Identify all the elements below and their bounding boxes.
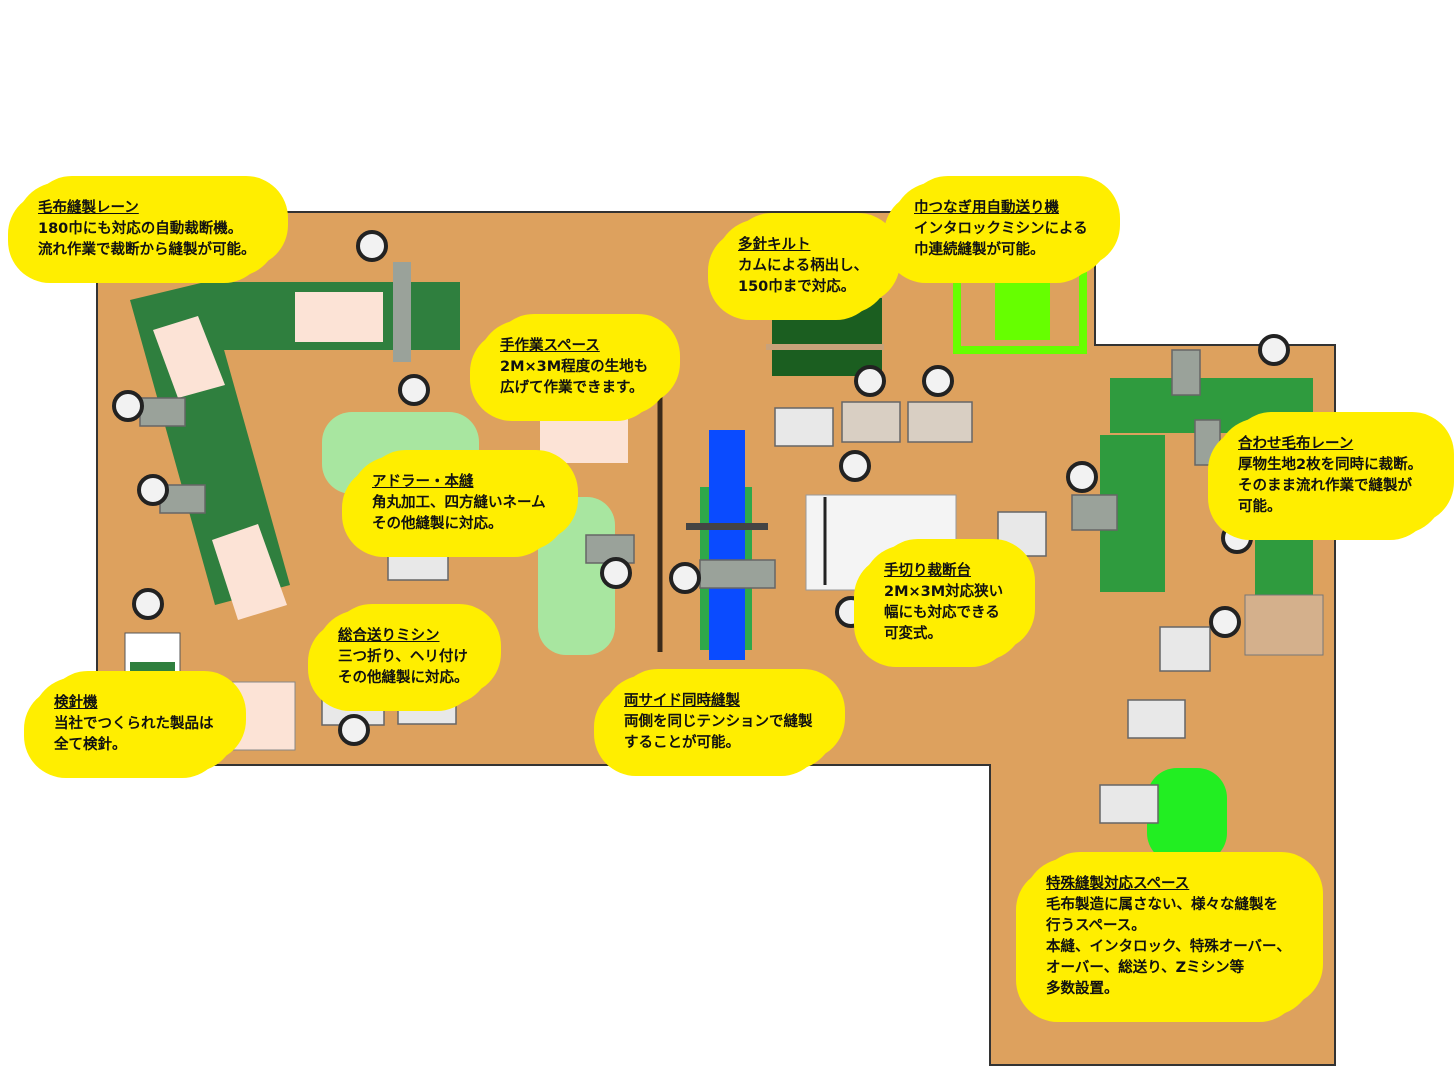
callout-line: 全て検針。 [54, 737, 127, 753]
callout-line: その他縫製に対応。 [338, 670, 469, 686]
pad [212, 524, 287, 620]
callout-line: 三つ折り、ヘリ付け [338, 649, 468, 665]
cutter-bar [393, 262, 411, 362]
sewing-machine [1194, 419, 1221, 466]
callout-title: 多針キルト [738, 237, 811, 253]
sewing-machine [1099, 784, 1159, 824]
callout-line: 可変式。 [884, 626, 942, 642]
callout-title: 特殊縫製対応スペース [1046, 876, 1190, 892]
worker-icon [398, 374, 430, 406]
sewing-machine [1159, 626, 1211, 672]
worker-icon [922, 365, 954, 397]
callout-line: 流れ作業で裁断から縫製が可能。 [38, 242, 256, 258]
callout-combined-lane: 合わせ毛布レーン 厚物生地2枚を同時に裁断。 そのまま流れ作業で縫製が 可能。 [1222, 424, 1439, 528]
callout-line: 両側を同じテンションで縫製 [624, 714, 813, 730]
callout-title: 手切り裁断台 [884, 563, 971, 579]
sewing-machine [841, 401, 901, 443]
worker-icon [835, 596, 867, 628]
callout-handwork: 手作業スペース 2M×3M程度の生地も 広げて作業できます。 [484, 326, 665, 409]
quilt-machine [772, 298, 882, 376]
callout-cutting-table: 手切り裁断台 2M×3M対応狭い 幅にも対応できる 可変式。 [868, 551, 1020, 655]
pad [153, 316, 225, 398]
worker-icon [112, 390, 144, 422]
callout-line: 角丸加工、四方縫いネーム [372, 495, 546, 511]
worker-icon [338, 714, 370, 746]
callout-line: 可能。 [1238, 499, 1282, 515]
handwork-table [540, 405, 628, 463]
worker-icon [1209, 606, 1241, 638]
callout-needle-detector: 検針機 当社でつくられた製品は 全て検針。 [38, 683, 230, 766]
callout-title: 合わせ毛布レーン [1238, 436, 1354, 452]
worker-icon [356, 230, 388, 262]
callout-line: 巾連続縫製が可能。 [914, 242, 1045, 258]
callout-title: 手作業スペース [500, 338, 600, 354]
worker-icon [132, 588, 164, 620]
callout-title: 巾つなぎ用自動送り機 [914, 200, 1059, 216]
inspection-table [222, 681, 296, 751]
worker-icon [600, 557, 632, 589]
sewing-machine [699, 559, 776, 589]
callout-both-sides: 両サイド同時縫製 両側を同じテンションで縫製 することが可能。 [608, 681, 829, 764]
callout-line: 本縫、インタロック、特殊オーバー、 [1046, 939, 1291, 955]
callout-line: その他縫製に対応。 [372, 516, 503, 532]
sewing-machine [774, 407, 834, 447]
interlock-machine [995, 272, 1050, 340]
callout-blanket-lane: 毛布縫製レーン 180巾にも対応の自動裁断機。 流れ作業で裁断から縫製が可能。 [22, 188, 272, 271]
sewing-machine [139, 397, 186, 427]
callout-line: 2M×3M対応狭い [884, 584, 1004, 600]
callout-line: 180巾にも対応の自動裁断機。 [38, 221, 243, 237]
callout-line: 行うスペース。 [1046, 918, 1146, 934]
callout-title: 検針機 [54, 695, 98, 711]
callout-line: インタロックミシンによる [914, 221, 1088, 237]
callout-line: 毛布製造に属さない、様々な縫製を [1046, 897, 1278, 913]
sewing-machine [907, 401, 973, 443]
sewing-machine [1171, 349, 1201, 396]
callout-special: 特殊縫製対応スペース 毛布製造に属さない、様々な縫製を 行うスペース。 本縫、イ… [1030, 864, 1307, 1010]
worker-icon [1258, 334, 1290, 366]
sewing-machine [1071, 494, 1118, 531]
callout-quilt: 多針キルト カムによる柄出し、 150巾まで対応。 [722, 225, 885, 308]
worker-icon [839, 450, 871, 482]
callout-compound-feed: 総合送りミシン 三つ折り、ヘリ付け その他縫製に対応。 [322, 616, 485, 699]
worker-icon [1221, 522, 1253, 554]
sewing-machine [1127, 699, 1186, 739]
callout-line: 幅にも対応できる [884, 605, 1000, 621]
callout-title: アドラー・本縫 [372, 474, 474, 490]
callout-line: 広げて作業できます。 [500, 380, 644, 396]
pad [295, 292, 383, 342]
callout-line: することが可能。 [624, 735, 740, 751]
callout-line: 厚物生地2枚を同時に裁断。 [1238, 457, 1423, 473]
quilt-bar [766, 344, 884, 350]
sewing-machine [997, 511, 1047, 557]
callout-interlock: 巾つなぎ用自動送り機 インタロックミシンによる 巾連続縫製が可能。 [898, 188, 1104, 271]
callout-line: 150巾まで対応。 [738, 279, 856, 295]
worker-icon [669, 562, 701, 594]
callout-title: 両サイド同時縫製 [624, 693, 740, 709]
callout-title: 総合送りミシン [338, 628, 440, 644]
worker-icon [1066, 461, 1098, 493]
callout-line: 多数設置。 [1046, 981, 1119, 997]
callout-line: オーバー、総送り、Zミシン等 [1046, 960, 1245, 976]
special-area [1147, 768, 1227, 863]
callout-line: そのまま流れ作業で縫製が [1238, 478, 1412, 494]
callout-line: カムによる柄出し、 [738, 258, 869, 274]
callout-line: 2M×3M程度の生地も [500, 359, 649, 375]
worker-icon [854, 365, 886, 397]
worker-icon [137, 474, 169, 506]
storage-box [1244, 594, 1324, 656]
callout-adler: アドラー・本縫 角丸加工、四方縫いネーム その他縫製に対応。 [356, 462, 562, 545]
callout-title: 毛布縫製レーン [38, 200, 139, 216]
callout-line: 当社でつくられた製品は [54, 716, 214, 732]
both-sides-blue [709, 430, 745, 660]
sewing-machine [387, 539, 449, 581]
sewing-machine [159, 484, 206, 514]
both-sides-bar [686, 523, 768, 530]
